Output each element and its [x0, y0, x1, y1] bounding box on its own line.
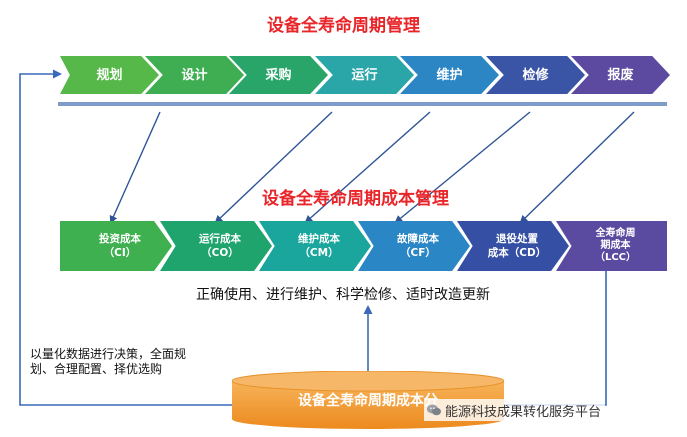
cost-operation-name: 运行成本 — [199, 233, 241, 245]
stage-design-label: 设计 — [181, 67, 208, 83]
cost-operation-code: （CO） — [201, 247, 239, 259]
decision-note: 以量化数据进行决策，全面规划、合理配置、择优选购 — [30, 347, 187, 376]
arrow-plan-to-ci — [109, 111, 161, 224]
arrow-run-to-co — [214, 111, 333, 224]
watermark-text: 能源科技成果转化服务平台 — [445, 404, 602, 420]
stage-plan: 规划 — [60, 56, 159, 94]
cost-investment: 投资成本 （CI） — [60, 221, 172, 271]
cost-lcc-code: （LCC） — [594, 252, 637, 263]
lifecycle-cost-management-title: 设备全寿命周期成本管理 — [262, 189, 449, 209]
arrow-maint-to-cm — [304, 111, 431, 224]
stage-overhaul-label: 检修 — [522, 67, 549, 83]
cost-failure-code: （CF） — [400, 247, 436, 259]
arrow-repair-to-cf — [394, 111, 531, 224]
cost-maintenance: 维护成本 （CM） — [259, 221, 371, 271]
cost-investment-name: 投资成本 — [99, 233, 141, 245]
cost-lcc: 全寿命周期成本（LCC） — [556, 221, 667, 271]
stage-procurement-label: 采购 — [265, 67, 292, 83]
cost-operation: 运行成本 （CO） — [160, 221, 272, 271]
cost-disposal: 退役处置成本（CD） — [457, 221, 569, 271]
cost-maintenance-name: 维护成本 — [298, 233, 340, 245]
stage-design: 设计 — [145, 56, 244, 94]
cost-failure: 故障成本 （CF） — [358, 221, 470, 271]
cost-maintenance-code: （CM） — [299, 247, 339, 259]
analysis-cylinder-label: 设备全寿命周期成本分 — [298, 393, 438, 409]
cost-failure-name: 故障成本 — [397, 233, 439, 245]
watermark: 能源科技成果转化服务平台 — [424, 399, 606, 421]
stage-scrap-label: 报废 — [607, 67, 634, 83]
stage-plan-label: 规划 — [96, 67, 123, 83]
lifecycle-management-title: 设备全寿命周期管理 — [267, 16, 420, 36]
lcc-to-analysis-line — [500, 268, 607, 406]
cost-disposal-name: 退役处置 — [495, 233, 538, 245]
stage-operation-label: 运行 — [351, 67, 378, 83]
practice-caption: 正确使用、进行维护、科学检修、适时改造更新 — [196, 287, 490, 303]
feedback-loop-line — [19, 69, 232, 406]
cost-lcc-name-2: 期成本 — [600, 240, 631, 251]
stage-maintenance-label: 维护 — [436, 67, 463, 83]
wechat-icon — [427, 404, 441, 416]
cost-investment-code: （CI） — [103, 247, 137, 259]
arrow-scrap-to-cd — [519, 111, 635, 224]
cost-lcc-name-1: 全寿命周 — [595, 228, 636, 239]
cost-disposal-code: 成本（CD） — [487, 247, 547, 259]
